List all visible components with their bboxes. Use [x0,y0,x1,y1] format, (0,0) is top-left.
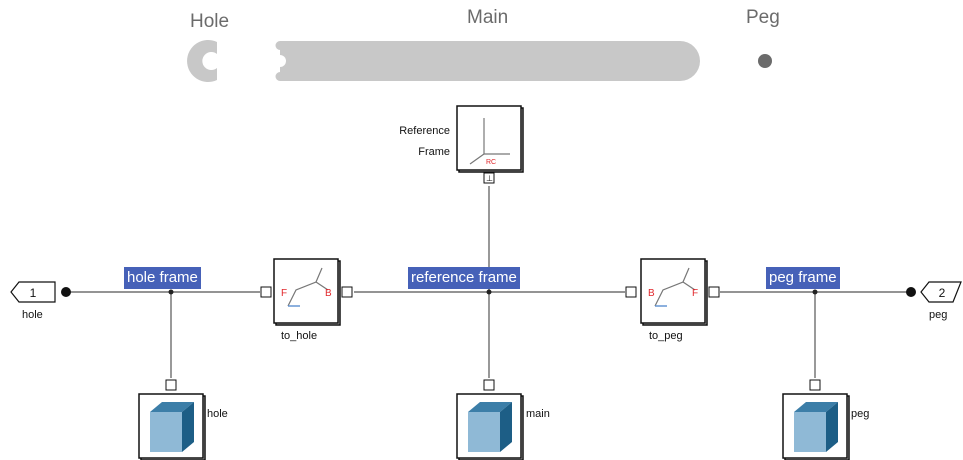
main-rod-graphic [274,41,700,81]
junction-dot [486,289,492,295]
to-peg-right-port-label: F [692,288,698,299]
hole-title: Hole [190,11,230,32]
to-peg-right-port[interactable] [708,286,720,298]
solid-hole-name: hole [207,408,228,420]
signal-label-peg-frame[interactable]: peg frame [766,267,840,289]
outport-peg[interactable]: 2 [906,281,962,303]
inport-name: hole [22,309,43,321]
to-peg-left-port[interactable] [625,286,637,298]
inport-number: 1 [30,286,37,300]
to-peg-transform-block[interactable]: B F [640,258,708,326]
solid-block-peg[interactable] [782,393,850,460]
frame-glyph: RC [486,159,496,166]
junction-dot [812,289,818,295]
outport-name: peg [929,309,948,321]
reference-frame-label: Reference Frame [399,121,450,163]
to-hole-left-port-label: F [281,288,287,299]
reference-frame-block[interactable]: RC [456,105,524,173]
solid-block-main[interactable] [456,393,524,460]
solid-block-hole[interactable] [138,393,206,460]
to-hole-left-port[interactable] [260,286,272,298]
to-peg-name: to_peg [649,330,683,342]
solid-peg-port[interactable] [809,379,821,391]
signal-label-reference-frame[interactable]: reference frame [408,267,520,289]
signal-label-hole-frame[interactable]: hole frame [124,267,201,289]
reference-label-line1: Reference [399,125,450,137]
to-hole-right-port[interactable] [341,286,353,298]
hole-graphic [187,40,217,82]
solid-main-name: main [526,408,550,420]
main-title: Main [467,7,509,28]
inport-hole[interactable]: 1 [10,281,71,303]
reference-port[interactable] [483,172,495,184]
to-hole-transform-block[interactable]: F B [273,258,341,326]
to-peg-left-port-label: B [648,288,655,299]
solid-main-port[interactable] [483,379,495,391]
peg-graphic [758,54,772,68]
solid-hole-port[interactable] [165,379,177,391]
peg-title: Peg [746,7,780,28]
solid-peg-name: peg [851,408,870,420]
junction-dot [168,289,174,295]
to-hole-name: to_hole [281,330,318,342]
svg-text:⊥: ⊥ [486,174,493,183]
to-hole-right-port-label: B [325,288,332,299]
reference-label-line2: Frame [418,146,450,158]
outport-number: 2 [939,286,946,300]
